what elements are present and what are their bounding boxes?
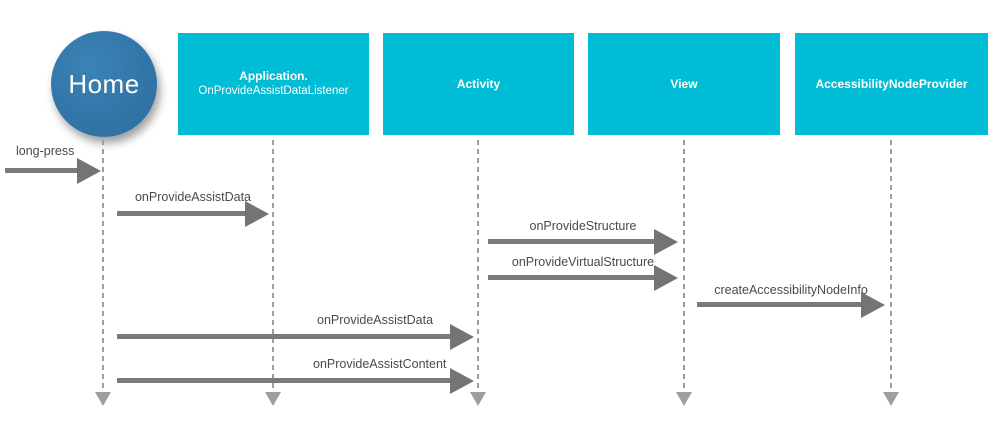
actor-home-label: Home — [68, 68, 140, 99]
arrow-head-icon — [77, 158, 101, 184]
actor-activity-label: Activity — [456, 76, 501, 91]
lifeline-application — [272, 140, 274, 393]
arrow-line — [697, 302, 861, 307]
lifeline-accessibility-node-provider — [890, 140, 892, 393]
lifeline-activity — [477, 140, 479, 393]
lifeline-end-arrow-icon — [265, 392, 281, 406]
arrow-line — [117, 378, 450, 383]
actor-accessibility-node-provider: AccessibilityNodeProvider — [795, 33, 988, 135]
arrow-head-icon — [861, 292, 885, 318]
arrow-head-icon — [450, 368, 474, 394]
lifeline-end-arrow-icon — [95, 392, 111, 406]
actor-home: Home — [51, 31, 157, 137]
lifeline-home — [102, 140, 104, 393]
actor-accessibility-node-provider-label: AccessibilityNodeProvider — [815, 76, 968, 91]
actor-view: View — [588, 33, 780, 135]
arrow-head-icon — [654, 265, 678, 291]
message-label: long-press — [16, 144, 75, 158]
actor-application-subtitle: OnProvideAssistDataListener — [198, 85, 349, 98]
arrow-line — [5, 168, 77, 173]
arrow-line — [488, 239, 654, 244]
arrow-head-icon — [654, 229, 678, 255]
arrow-head-icon — [450, 324, 474, 350]
arrow-line — [488, 275, 654, 280]
message-label: onProvideAssistContent — [313, 357, 447, 371]
message-label: onProvideAssistData — [134, 190, 252, 204]
message-label: onProvideAssistData — [317, 313, 434, 327]
lifeline-view — [683, 140, 685, 393]
lifeline-end-arrow-icon — [883, 392, 899, 406]
arrow-line — [117, 211, 245, 216]
arrow-line — [117, 334, 450, 339]
actor-activity: Activity — [383, 33, 574, 135]
message-label: onProvideVirtualStructure — [511, 255, 655, 269]
actor-view-label: View — [670, 76, 698, 91]
lifeline-end-arrow-icon — [676, 392, 692, 406]
message-label: onProvideStructure — [529, 219, 637, 233]
actor-application: Application. OnProvideAssistDataListener — [178, 33, 369, 135]
message-label: createAccessibilityNodeInfo — [714, 283, 868, 297]
arrow-head-icon — [245, 201, 269, 227]
actor-application-title: Application. — [239, 69, 308, 84]
lifeline-end-arrow-icon — [470, 392, 486, 406]
